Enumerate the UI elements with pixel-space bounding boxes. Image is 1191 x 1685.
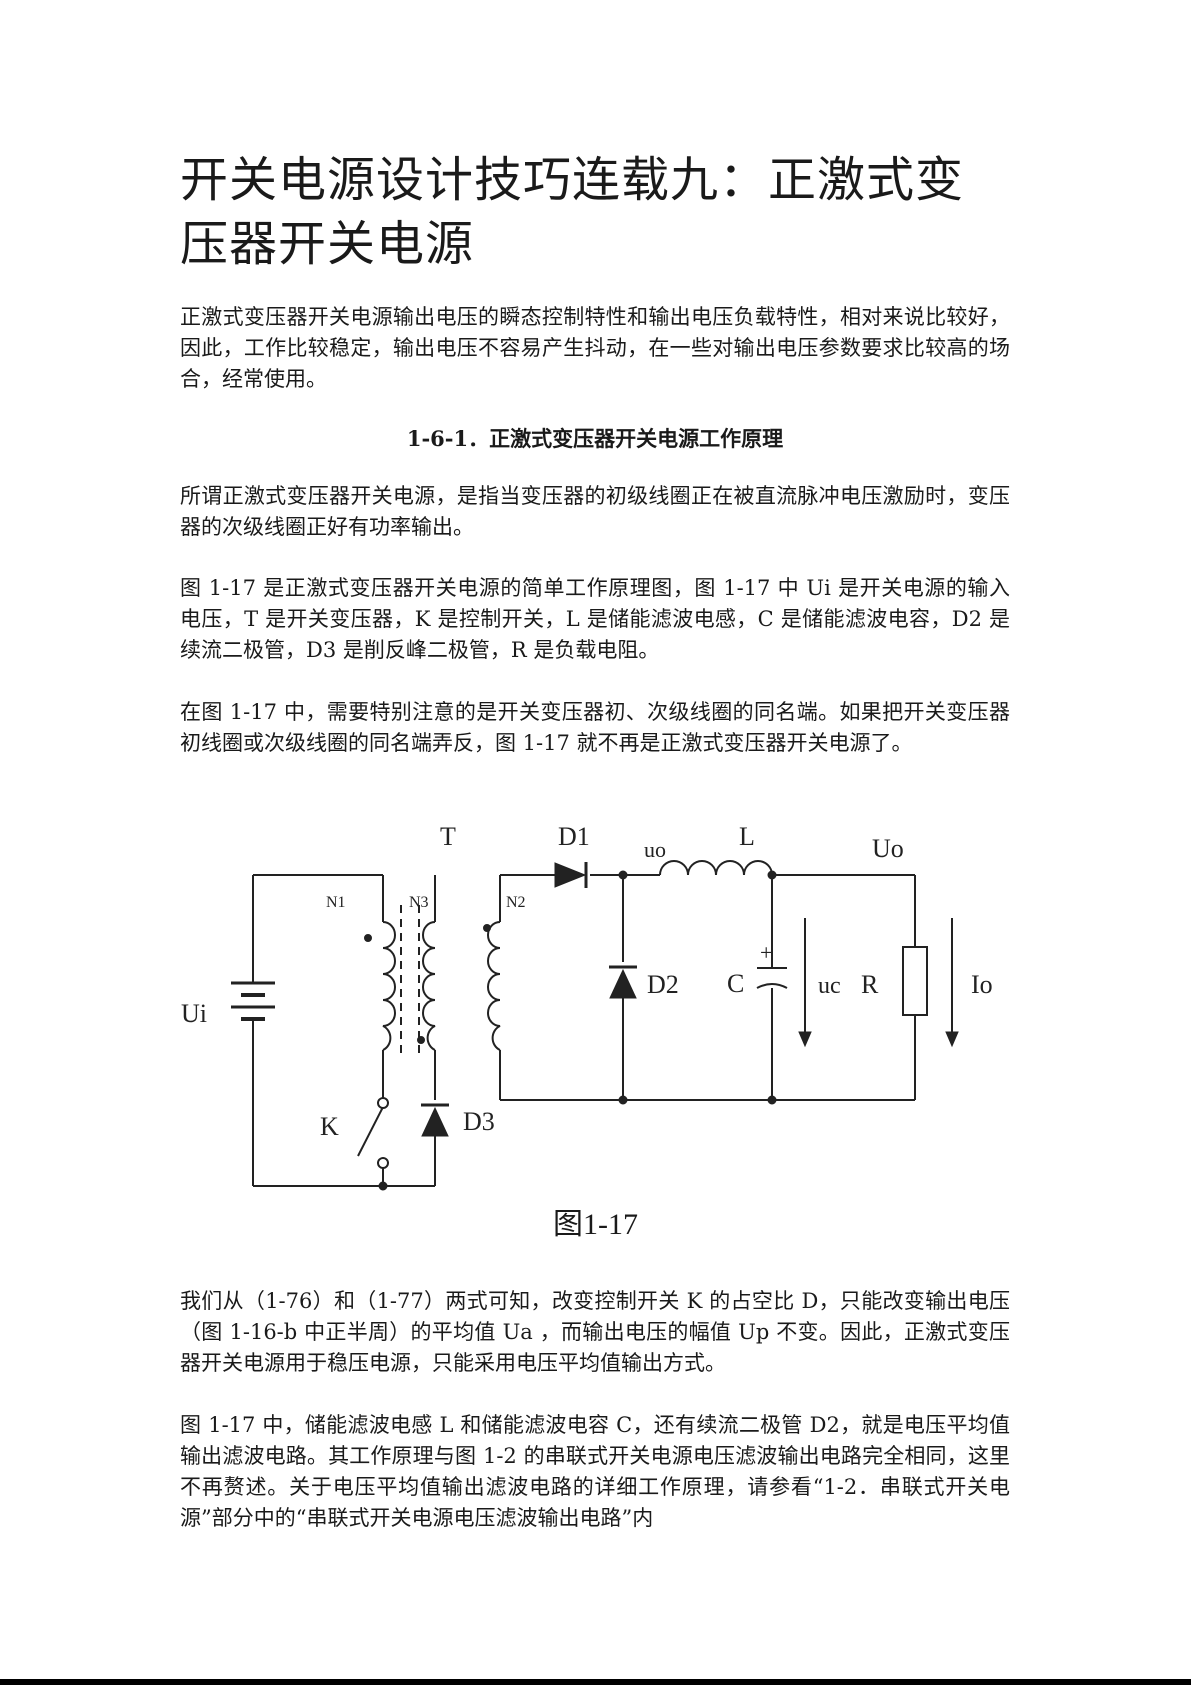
intro-paragraph: 正激式变压器开关电源输出电压的瞬态控制特性和输出电压负载特性，相对来说比较好，因… xyxy=(180,305,1010,391)
label-D1: D1 xyxy=(558,822,590,851)
label-N3: N3 xyxy=(409,894,429,911)
label-uc: uc xyxy=(818,973,841,999)
page-bottom-bar xyxy=(0,1679,1191,1685)
paragraph-1: 所谓正激式变压器开关电源，是指当变压器的初级线圈正在被直流脉冲电压激励时，变压器… xyxy=(180,484,1010,539)
label-uo: uo xyxy=(644,837,666,862)
paragraph-5: 图 1-17 中，储能滤波电感 L 和储能滤波电容 C，还有续流二极管 D2，就… xyxy=(180,1413,1010,1530)
label-N2: N2 xyxy=(506,894,526,911)
paragraph-2: 图 1-17 是正激式变压器开关电源的简单工作原理图，图 1-17 中 Ui 是… xyxy=(180,576,1010,662)
label-Uo: Uo xyxy=(872,834,904,863)
label-D3: D3 xyxy=(463,1107,495,1136)
page-title: 开关电源设计技巧连载九：正激式变压器开关电源 xyxy=(180,152,965,272)
label-L: L xyxy=(739,822,755,851)
label-K: K xyxy=(320,1112,339,1141)
label-C: C xyxy=(727,969,744,998)
label-transformer-T: T xyxy=(440,822,456,851)
paragraph-3: 在图 1-17 中，需要特别注意的是开关变压器初、次级线圈的同名端。如果把开关变… xyxy=(180,700,1010,755)
label-N1: N1 xyxy=(326,894,346,911)
label-Ui: Ui xyxy=(181,999,207,1028)
circuit-diagram: T D1 uo L Uo N1 N3 N2 Ui D2 C + uc R Io … xyxy=(165,810,1065,1250)
label-plus: + xyxy=(760,940,772,965)
label-D2: D2 xyxy=(647,970,679,999)
figure-caption: 图1-17 xyxy=(553,1208,638,1241)
label-R: R xyxy=(861,970,879,999)
label-Io: Io xyxy=(971,970,993,999)
paragraph-4: 我们从（1-76）和（1-77）两式可知，改变控制开关 K 的占空比 D，只能改… xyxy=(180,1289,1010,1375)
section-heading: 1-6-1．正激式变压器开关电源工作原理 xyxy=(406,426,784,451)
